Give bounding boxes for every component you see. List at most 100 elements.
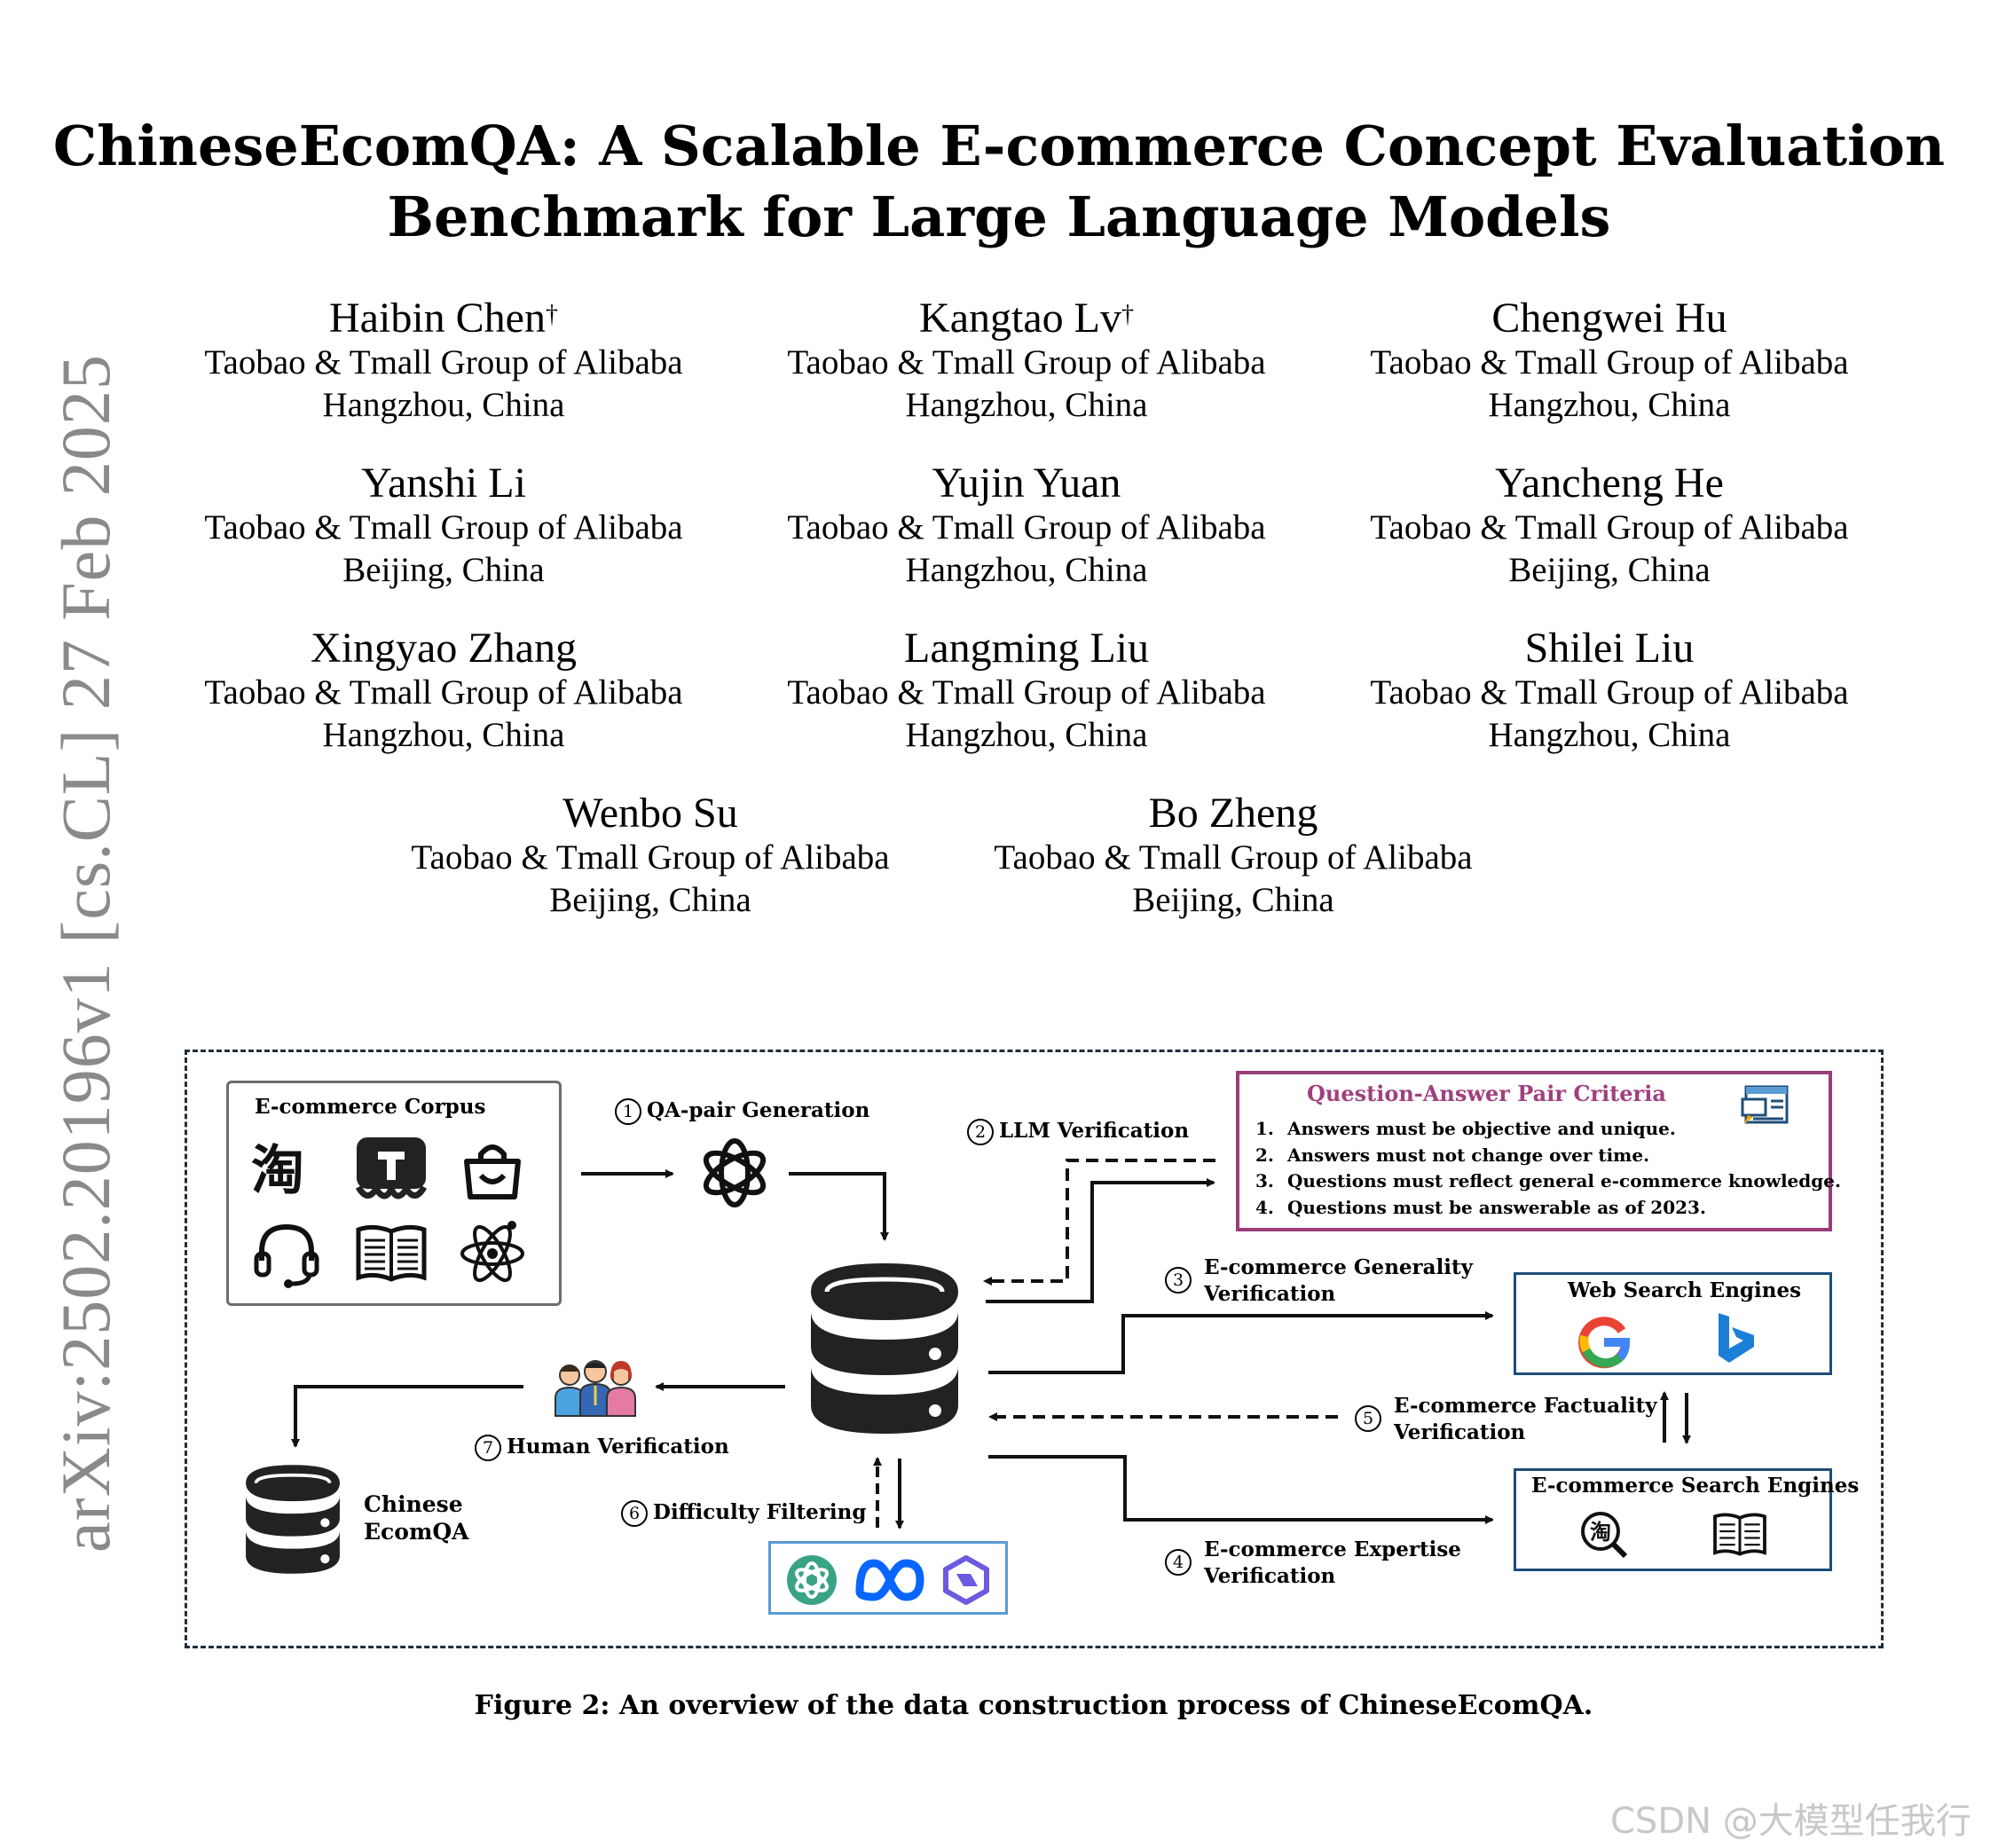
author-affiliation: Taobao & Tmall Group of Alibaba — [1370, 673, 1849, 712]
author-name: Xingyao Zhang — [311, 625, 577, 672]
document-icon — [1741, 1085, 1789, 1124]
author-location: Beijing, China — [549, 881, 751, 919]
author-location: Hangzhou, China — [905, 386, 1148, 424]
author-affiliation: Taobao & Tmall Group of Alibaba — [411, 838, 890, 877]
criteria-box — [1236, 1071, 1832, 1231]
step-1-number: 1 — [615, 1098, 641, 1125]
author-location: Hangzhou, China — [1488, 716, 1731, 754]
author-mark: † — [1121, 301, 1134, 328]
search-icon: 淘 — [1581, 1512, 1628, 1559]
output-line-1: Chinese — [364, 1491, 463, 1517]
book-icon — [356, 1224, 427, 1282]
author-name: Bo Zheng — [1148, 790, 1318, 837]
output-line-2: EcomQA — [364, 1519, 469, 1545]
criteria-item-text: Answers must be objective and unique. — [1287, 1118, 1676, 1139]
taobao-icon: 淘 — [251, 1140, 304, 1202]
author-name: Langming Liu — [904, 625, 1149, 672]
author-location: Beijing, China — [342, 551, 545, 589]
svg-text:淘: 淘 — [1590, 1520, 1611, 1545]
step-5-line-1: E-commerce Factuality — [1394, 1394, 1657, 1418]
output-database-icon — [246, 1465, 340, 1574]
step-3-label: 3 E-commerce Generality Verification — [1165, 1254, 1473, 1308]
author-location: Hangzhou, China — [905, 551, 1148, 589]
criteria-item: 1. Answers must be objective and unique. — [1255, 1115, 1676, 1142]
author-name: Yanshi Li — [361, 460, 526, 507]
step-3-number: 3 — [1165, 1267, 1192, 1294]
step-6-number: 6 — [621, 1500, 648, 1527]
web-search-box — [1514, 1272, 1832, 1375]
figure-caption: Figure 2: An overview of the data constr… — [474, 1690, 1593, 1721]
author-location: Beijing, China — [1132, 881, 1334, 919]
model-box — [768, 1541, 1008, 1615]
tmall-icon — [355, 1137, 428, 1199]
criteria-title: Question-Answer Pair Criteria — [1307, 1081, 1666, 1106]
qwen-icon — [943, 1555, 989, 1605]
step-3-line-1: E-commerce Generality — [1204, 1255, 1474, 1279]
team-icon — [555, 1360, 636, 1417]
author-affiliation: Taobao & Tmall Group of Alibaba — [787, 343, 1266, 381]
step-6-text: Difficulty Filtering — [653, 1500, 867, 1524]
author-location: Hangzhou, China — [1488, 386, 1731, 424]
author-affiliation: Taobao & Tmall Group of Alibaba — [204, 508, 683, 547]
author-location: Hangzhou, China — [905, 716, 1148, 754]
criteria-item-text: Questions must be answerable as of 2023. — [1287, 1196, 1706, 1218]
step-4-label: 4 E-commerce Expertise Verification — [1165, 1537, 1461, 1590]
criteria-item: 4. Questions must be answerable as of 202… — [1255, 1194, 1706, 1221]
paper-title: ChineseEcomQA: A Scalable E-commerce Con… — [0, 111, 1998, 253]
title-line-1: ChineseEcomQA: A Scalable E-commerce Con… — [52, 114, 1946, 178]
openai-icon — [703, 1138, 767, 1207]
step-5-number: 5 — [1355, 1405, 1381, 1432]
watermark: CSDN @大模型任我行 — [1610, 1801, 1971, 1842]
author-affiliation: Taobao & Tmall Group of Alibaba — [204, 673, 683, 712]
criteria-item-number: 4. — [1255, 1196, 1274, 1218]
ecommerce-search-label: E-commerce Search Engines — [1531, 1474, 1860, 1498]
author-block: Haibin Chen†Taobao & Tmall Group of Alib… — [160, 295, 728, 427]
criteria-item-text: Questions must reflect general e-commerc… — [1287, 1170, 1841, 1191]
author-name: Yujin Yuan — [932, 460, 1121, 507]
criteria-item-number: 1. — [1255, 1118, 1274, 1139]
output-label: Chinese EcomQA — [364, 1490, 469, 1545]
figure-frame — [185, 1050, 1884, 1648]
shopping-bag-icon — [464, 1144, 521, 1199]
author-name: Chengwei Hu — [1491, 295, 1727, 342]
bing-icon — [1719, 1313, 1754, 1363]
author-location: Beijing, China — [1508, 551, 1711, 589]
ecommerce-book-icon — [1713, 1513, 1766, 1556]
headset-icon — [254, 1223, 319, 1288]
web-search-label: Web Search Engines — [1568, 1278, 1802, 1302]
database-icon — [811, 1263, 958, 1434]
step-7-number: 7 — [475, 1435, 501, 1461]
author-mark: † — [545, 301, 558, 328]
author-location: Hangzhou, China — [322, 716, 565, 754]
step-3-line-2: Verification — [1204, 1282, 1336, 1306]
author-affiliation: Taobao & Tmall Group of Alibaba — [204, 343, 683, 381]
author-name: Wenbo Su — [562, 790, 738, 837]
ecommerce-search-box — [1514, 1468, 1832, 1571]
corpus-box — [226, 1081, 562, 1306]
author-affiliation: Taobao & Tmall Group of Alibaba — [787, 673, 1266, 712]
author-name: Shilei Liu — [1524, 625, 1695, 672]
google-icon — [1578, 1317, 1631, 1369]
step-2-number: 2 — [967, 1119, 994, 1145]
step-1-text: QA-pair Generation — [647, 1098, 870, 1122]
author-block: Kangtao Lv†Taobao & Tmall Group of Aliba… — [743, 295, 1310, 427]
author-name: Haibin Chen† — [329, 295, 558, 342]
criteria-item-text: Answers must not change over time. — [1287, 1144, 1650, 1166]
step-5-line-2: Verification — [1394, 1420, 1526, 1444]
author-affiliation: Taobao & Tmall Group of Alibaba — [994, 838, 1473, 877]
author-affiliation: Taobao & Tmall Group of Alibaba — [1370, 508, 1849, 547]
author-location: Hangzhou, China — [322, 386, 565, 424]
author-name: Yancheng He — [1495, 460, 1724, 507]
